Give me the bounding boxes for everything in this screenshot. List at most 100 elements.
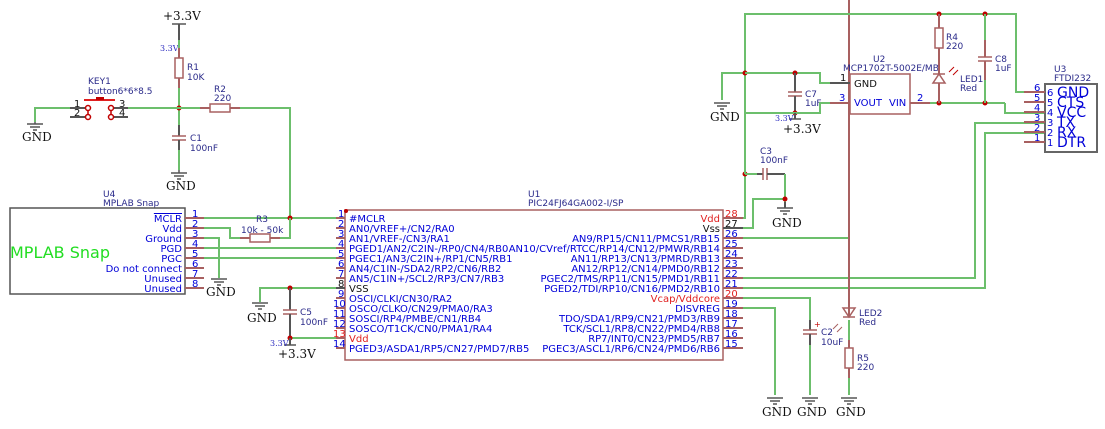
pin-number: 14: [333, 339, 346, 350]
svg-text:KEY1: KEY1: [88, 77, 111, 87]
pushbutton-key1[interactable]: KEY1 button6*6*8.5 1 2 3 4: [70, 77, 152, 121]
svg-text:GND: GND: [206, 285, 236, 299]
pin-number: 2: [1034, 123, 1040, 134]
svg-text:10k - 50k: 10k - 50k: [241, 226, 284, 236]
pin-name: CTS: [1057, 95, 1084, 111]
pin-name: VSS: [349, 284, 369, 295]
pin-name: Vdd: [349, 334, 369, 345]
resistor-r5[interactable]: R5 220: [844, 340, 874, 378]
pin-number-inner: 2: [1047, 128, 1053, 139]
pin-number: 7: [192, 269, 198, 280]
pin-number: 1: [192, 209, 198, 220]
pin-number: 25: [725, 239, 738, 250]
pin-name: AN0/VREF+/CN2/RA0: [349, 224, 455, 235]
resistor-r4[interactable]: R4 220: [934, 14, 963, 74]
pin-name: RP7/INT0/CN23/PMD5/RB7: [588, 334, 720, 345]
svg-text:U1: U1: [528, 190, 540, 200]
pin-name: PGEC3/ASCL1/RP6/CN24/PMD6/RB6: [542, 344, 720, 355]
svg-text:220: 220: [946, 42, 963, 52]
pin-number: 26: [725, 229, 738, 240]
pin-name: PGED2/TDI/RP10/CN16/PMD2/RB10: [544, 284, 720, 295]
led-led2[interactable]: LED2 Red: [832, 0, 882, 333]
pin-name: PGC: [161, 254, 182, 265]
capacitor-c2[interactable]: + C2 10uF: [803, 320, 843, 348]
capacitor-c8[interactable]: C8 1uF: [978, 14, 1012, 103]
pin-name: AN10/CVref/RTCC/RP14/CN12/PMWR/RB14: [509, 244, 720, 255]
svg-text:MCP1702T-5002E/MB: MCP1702T-5002E/MB: [843, 64, 939, 74]
pin-name: Do not connect: [106, 264, 182, 275]
svg-text:GND: GND: [797, 405, 827, 419]
svg-text:U4: U4: [103, 190, 116, 200]
pin-number: 1: [338, 209, 344, 220]
capacitor-c7[interactable]: C7 1uF: [788, 73, 822, 113]
mplab-snap-u4[interactable]: U4 MPLAB Snap MPLAB Snap: [9, 190, 186, 295]
pin-name: TDO/SDA1/RP9/CN21/PMD3/RB9: [558, 314, 720, 325]
pin-number: 4: [1034, 103, 1040, 114]
pin-number: 27: [725, 219, 738, 230]
svg-text:+3.3V: +3.3V: [278, 347, 316, 361]
pin-number: 7: [338, 269, 344, 280]
pin-number: 5: [338, 249, 344, 260]
pin-number: 21: [725, 279, 738, 290]
svg-text:Red: Red: [859, 318, 876, 328]
pin-name: AN5/C1IN+/SCL2/RP3/CN7/RB3: [349, 274, 504, 285]
pin-number: 23: [725, 259, 738, 270]
pin-number: 22: [725, 269, 738, 280]
svg-text:1uF: 1uF: [805, 99, 822, 109]
capacitor-c1[interactable]: C1 100nF: [172, 125, 218, 154]
svg-text:100nF: 100nF: [190, 144, 218, 154]
svg-text:GND: GND: [22, 130, 52, 144]
svg-text:2: 2: [917, 93, 923, 104]
ldo-regulator-u2[interactable]: U2 MCP1702T-5002E/MB 1 GND 3 VOUT 2 VIN: [830, 55, 939, 115]
pin-name: TX: [1056, 115, 1076, 131]
pin-number: 6: [338, 259, 344, 270]
svg-text:R4: R4: [946, 33, 958, 43]
pin-number: 16: [725, 329, 738, 340]
pin-number-inner: 5: [1047, 98, 1053, 109]
pin-number: 5: [1034, 93, 1040, 104]
svg-text:1: 1: [840, 73, 846, 84]
svg-text:VOUT: VOUT: [854, 98, 883, 109]
pin-number: 2: [338, 219, 344, 230]
svg-text:C1: C1: [190, 134, 202, 144]
pin-number: 20: [725, 289, 738, 300]
pin-name: AN11/RP13/CN13/PMRD/RB13: [571, 254, 720, 265]
pin-number: 24: [725, 249, 738, 260]
ground-symbol: GND: [762, 397, 792, 419]
svg-text:Red: Red: [960, 84, 977, 94]
svg-text:PIC24FJ64GA002-I/SP: PIC24FJ64GA002-I/SP: [528, 199, 624, 209]
svg-text:button6*6*8.5: button6*6*8.5: [88, 87, 152, 97]
svg-text:3: 3: [839, 93, 845, 104]
svg-text:GND: GND: [762, 405, 792, 419]
vcc-symbol: 3.3V +3.3V: [270, 338, 316, 361]
pic24-u1[interactable]: U1 PIC24FJ64GA002-I/SP: [344, 190, 724, 361]
svg-text:C5: C5: [300, 308, 312, 318]
pin-number: 1: [1034, 133, 1040, 144]
vcc-symbol: 3.3V +3.3V: [775, 113, 821, 136]
svg-text:GND: GND: [247, 311, 277, 325]
svg-text:R2: R2: [214, 85, 226, 95]
pin-number: 15: [725, 339, 738, 350]
svg-text:100nF: 100nF: [760, 156, 788, 166]
pin-name: Vdd: [700, 214, 720, 225]
capacitor-c3[interactable]: C3 100nF: [757, 147, 788, 180]
resistor-r1[interactable]: R1 10K: [174, 48, 205, 88]
pin-name: MCLR: [154, 214, 182, 225]
pin-number: 18: [725, 309, 738, 320]
pin-name: Unused: [144, 274, 182, 285]
pin-number: 6: [192, 259, 198, 270]
ftdi-u3[interactable]: U3 FTDI232: [1044, 65, 1098, 153]
snap-body-label: MPLAB Snap: [10, 243, 110, 262]
led-led1[interactable]: LED1 Red: [931, 66, 983, 103]
resistor-r2[interactable]: R2 220: [200, 85, 240, 113]
svg-text:100nF: 100nF: [300, 318, 328, 328]
resistor-r3[interactable]: R3 10k - 50k: [240, 215, 284, 243]
pin-number: 10: [333, 299, 346, 310]
svg-text:4: 4: [119, 108, 125, 119]
pin-number: 4: [338, 239, 344, 250]
vcc-symbol-r1: +3.3V 3.3V: [160, 9, 201, 53]
svg-text:LED1: LED1: [960, 75, 983, 85]
